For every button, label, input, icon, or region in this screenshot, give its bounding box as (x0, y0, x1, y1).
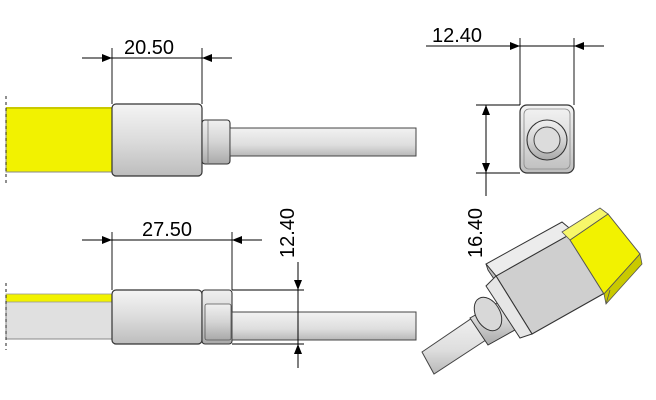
led-strip-top (5, 107, 113, 173)
dimension-top-length: 20.50 (124, 37, 174, 59)
cable-collar-top (201, 119, 231, 165)
dimension-bottom-length: 27.50 (142, 219, 192, 241)
end-view: 12.40 16.40 (426, 25, 604, 258)
connector-housing-side (111, 289, 203, 345)
dimension-end-width: 12.40 (432, 25, 482, 47)
led-strip-side (5, 296, 113, 340)
cable-top (229, 127, 417, 157)
isometric-view (421, 207, 643, 375)
cable-end (533, 126, 561, 154)
connector-housing-top (111, 103, 203, 177)
side-view: 27.50 12.40 (5, 208, 417, 368)
cable-side (231, 311, 417, 341)
top-view: 20.50 (5, 37, 417, 185)
dimension-end-height: 16.40 (465, 208, 487, 258)
dimension-bottom-height: 12.40 (277, 208, 299, 258)
